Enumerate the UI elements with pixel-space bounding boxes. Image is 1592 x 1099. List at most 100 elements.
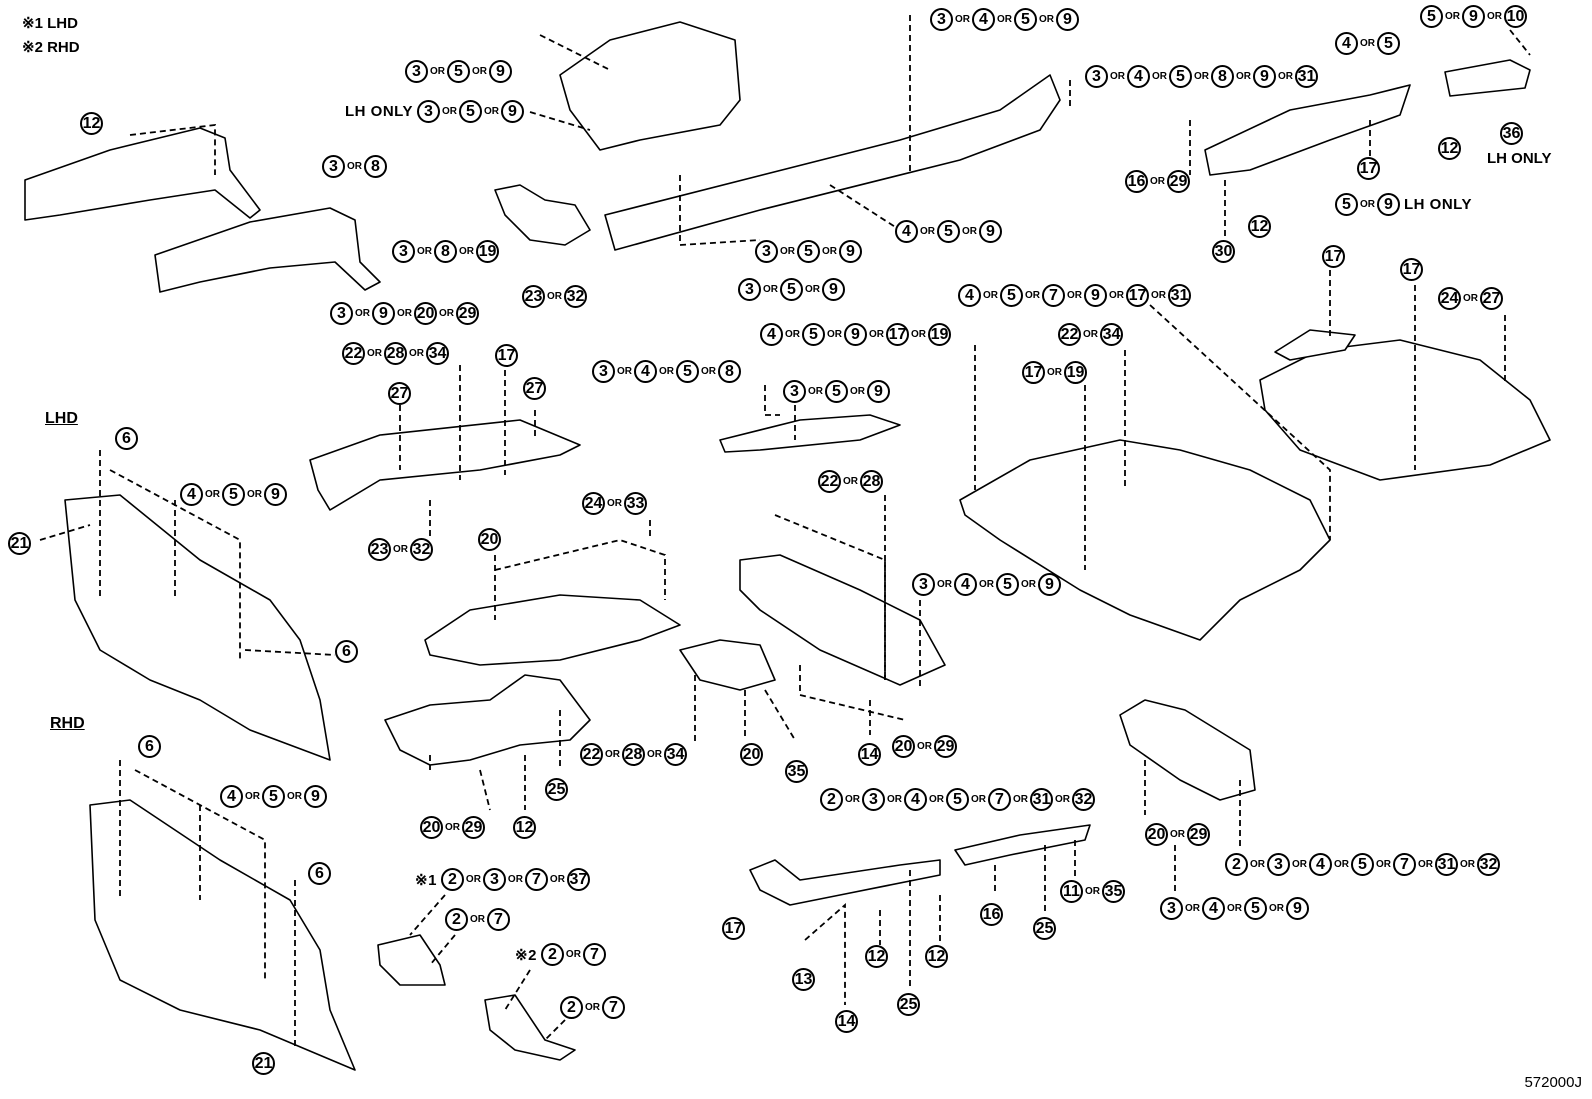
front-apron-upper — [559, 21, 741, 151]
part-number-circle: 32 — [1477, 853, 1500, 876]
or-separator: OR — [1110, 71, 1125, 82]
leader-line — [764, 385, 780, 416]
or-separator: OR — [1360, 38, 1375, 49]
or-separator: OR — [547, 291, 562, 302]
part-callout: 20 — [740, 743, 763, 766]
part-number-circle: 8 — [718, 360, 741, 383]
part-number-circle: 21 — [8, 532, 31, 555]
part-number-circle: 21 — [252, 1052, 275, 1075]
part-number-circle: 3 — [482, 868, 506, 891]
part-number-circle: 3 — [392, 240, 415, 263]
part-number-circle: 4 — [1127, 65, 1150, 88]
sill-reinforcement — [954, 824, 1091, 866]
part-number-circle: 3 — [330, 302, 353, 325]
part-number-circle: 4 — [1309, 853, 1332, 876]
or-separator: OR — [1194, 71, 1209, 82]
part-number-circle: 9 — [489, 60, 512, 83]
part-number-circle: 10 — [1504, 5, 1527, 28]
part-number-circle: 7 — [524, 868, 548, 891]
part-number-circle: 25 — [545, 778, 568, 801]
part-callout: 6 — [115, 427, 138, 450]
leader-line — [544, 1019, 566, 1041]
part-number-circle: 2 — [540, 943, 564, 966]
part-number-circle: 4 — [180, 483, 203, 506]
leader-line — [129, 123, 216, 175]
part-number-circle: 4 — [904, 788, 927, 811]
part-callout: 25 — [897, 993, 920, 1016]
part-number-circle: 3 — [592, 360, 615, 383]
part-number-circle: 5 — [825, 380, 848, 403]
part-callout: 16 — [980, 903, 1003, 926]
part-number-circle: 27 — [1480, 287, 1503, 310]
part-number-circle: 12 — [513, 816, 536, 839]
part-number-circle: 32 — [410, 538, 433, 561]
part-number-circle: 31 — [1030, 788, 1053, 811]
part-number-circle: 7 — [1042, 284, 1065, 307]
lhd-note: ※1 LHD — [22, 15, 78, 32]
or-separator: OR — [1487, 11, 1502, 22]
or-separator: OR — [445, 822, 460, 833]
callout-suffix: LH ONLY — [1404, 196, 1472, 213]
or-separator: OR — [417, 246, 432, 257]
part-number-circle: 36 — [1500, 122, 1523, 145]
or-separator: OR — [1151, 290, 1166, 301]
part-number-circle: 3 — [1160, 897, 1183, 920]
or-separator: OR — [887, 794, 902, 805]
part-callout: 21 — [8, 532, 31, 555]
front-side-member-left — [24, 127, 261, 221]
part-callout: 17 — [1322, 245, 1345, 268]
part-number-circle: 34 — [1100, 323, 1123, 346]
part-number-circle: 5 — [996, 573, 1019, 596]
or-separator: OR — [1292, 859, 1307, 870]
part-number-circle: 5 — [780, 278, 803, 301]
part-number-circle: 31 — [1168, 284, 1191, 307]
or-separator: OR — [1109, 290, 1124, 301]
part-number-circle: 9 — [304, 785, 327, 808]
part-number-circle: 5 — [1169, 65, 1192, 88]
leader-line — [529, 111, 591, 131]
front-side-member-inner — [154, 207, 381, 293]
or-separator: OR — [845, 794, 860, 805]
part-number-circle: 4 — [760, 323, 783, 346]
leader-line — [429, 934, 456, 966]
or-separator: OR — [937, 579, 952, 590]
part-callout: 12 — [80, 112, 103, 135]
rear-cross-member — [1119, 699, 1256, 801]
part-number-circle: 6 — [115, 427, 138, 450]
part-number-circle: 4 — [954, 573, 977, 596]
or-separator: OR — [785, 329, 800, 340]
part-number-circle: 3 — [862, 788, 885, 811]
leader-line — [39, 524, 91, 541]
part-callout: 13 — [792, 968, 815, 991]
part-callout: 6 — [138, 735, 161, 758]
leader-line — [799, 665, 906, 721]
leader-line — [409, 894, 446, 936]
or-separator: OR — [565, 949, 581, 960]
part-number-circle: 5 — [797, 240, 820, 263]
or-separator: OR — [409, 348, 424, 359]
or-separator: OR — [465, 874, 481, 885]
part-number-circle: 12 — [865, 945, 888, 968]
part-number-circle: 9 — [1253, 65, 1276, 88]
part-number-circle: 12 — [1438, 137, 1461, 160]
part-number-circle: 8 — [1211, 65, 1234, 88]
part-number-circle: 19 — [1064, 361, 1087, 384]
part-number-circle: 34 — [664, 743, 687, 766]
or-separator: OR — [843, 476, 858, 487]
part-number-circle: 33 — [624, 492, 647, 515]
part-number-circle: 11 — [1060, 880, 1083, 903]
part-number-circle: 23 — [522, 285, 545, 308]
